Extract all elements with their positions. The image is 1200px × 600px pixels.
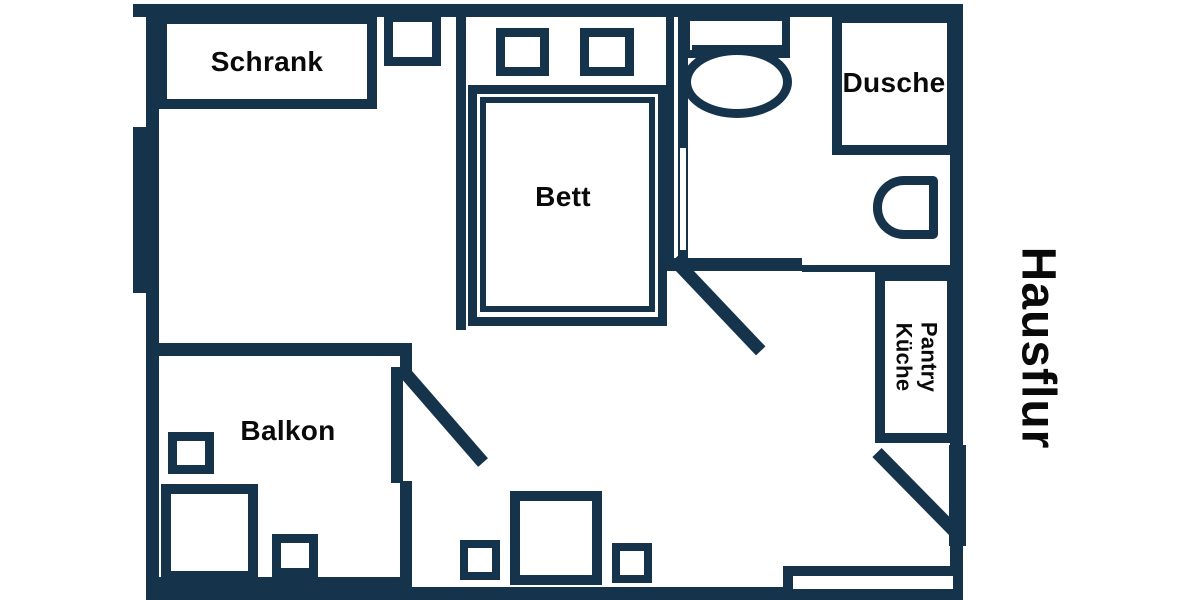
label-dusche: Dusche [842,67,946,98]
label-pantry-line1: Pantry [916,321,942,393]
bathroom-wall-west-a [666,14,674,266]
label-hausflur: Hausflur [1011,246,1065,450]
balcony-wall-south-inner [146,577,412,588]
wall-bottom [146,587,963,600]
balcony-stool-icon [272,534,318,577]
bathroom-wall-south-thin [802,265,955,272]
label-pantry-kueche: Pantry Küche [891,321,942,393]
balcony-wall-north [146,343,412,356]
pantry-kitchen-icon [875,271,957,443]
toilet-bowl-icon [682,46,792,118]
wardrobe-icon [157,14,377,109]
shower-icon [832,13,957,155]
pillow-left-icon [496,28,549,76]
bathroom-wall-south-thick [666,258,802,271]
balcony-wall-east-upper [400,343,412,373]
label-bett: Bett [535,181,591,212]
bathroom-door-opening [680,148,686,250]
chair-left-icon [460,540,500,580]
dining-table-icon [510,491,602,585]
balcony-table-icon [161,484,258,581]
washbasin-icon [873,176,938,239]
chair-right-icon [612,543,652,583]
pillow-right-icon [580,28,634,76]
window-icon [133,127,147,293]
balcony-wall-east-lower [400,481,412,599]
entry-mat-icon [783,566,963,599]
label-schrank: Schrank [210,46,324,77]
label-balkon: Balkon [240,415,336,446]
bathroom-wall-west-b [678,14,688,266]
bed-inner-icon [480,97,655,312]
wall-left [146,4,159,599]
nightstand-icon [384,13,441,66]
label-pantry-line2: Küche [892,322,917,392]
bed-niche-wall-left [456,14,466,330]
balcony-door-leaf-icon [398,366,488,467]
balcony-stool-small-icon [168,432,214,474]
balcony-door-jamb [391,367,403,483]
